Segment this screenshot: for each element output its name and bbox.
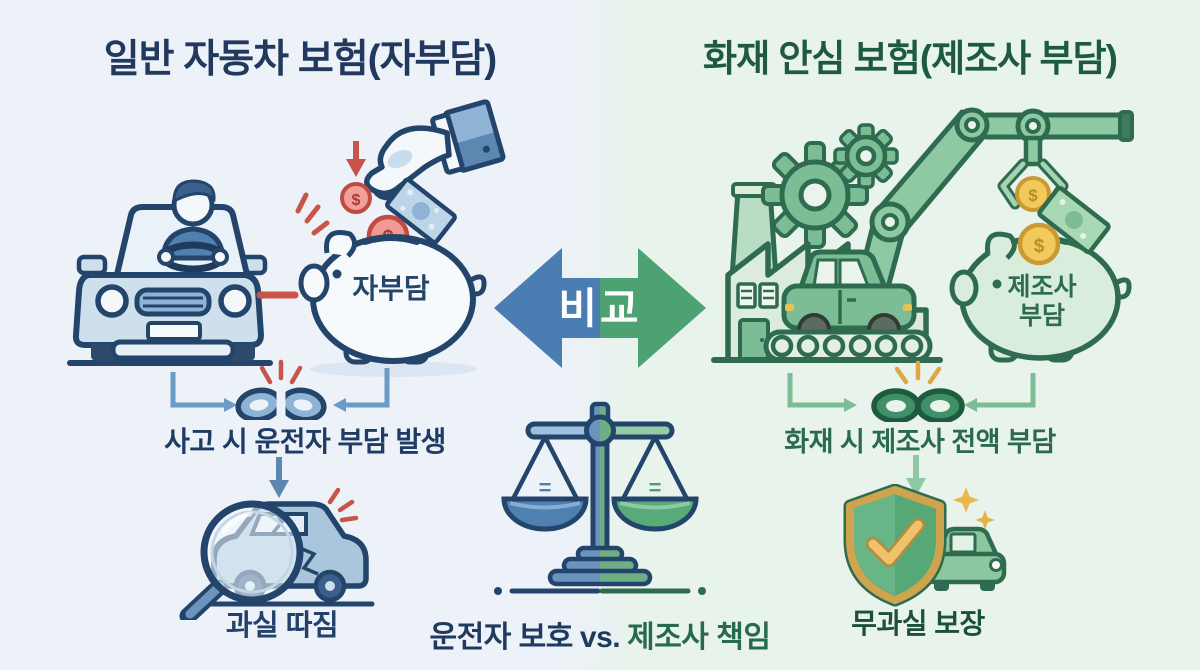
linked-chain-icon bbox=[871, 388, 965, 422]
dollar-symbol: $ bbox=[1034, 236, 1045, 257]
gear-icon bbox=[761, 141, 869, 249]
magnifier-damaged-car-icon bbox=[179, 488, 375, 620]
piggy-bank-self-pay: 자부담 bbox=[298, 230, 487, 365]
protected-car-icon bbox=[923, 526, 1007, 591]
left-result-caption: 과실 따짐 bbox=[225, 610, 339, 642]
verdict-right: 제조사 책임 bbox=[627, 621, 771, 654]
compare-arrow: 비교 bbox=[494, 248, 706, 368]
blue-down-arrow-icon bbox=[269, 457, 289, 498]
dollar-symbol: $ bbox=[352, 192, 361, 209]
coin-icon: $ bbox=[340, 182, 372, 214]
damage-spark-icon bbox=[327, 488, 359, 523]
piggy-label: 자부담 bbox=[352, 273, 430, 304]
right-chain-caption: 화재 시 제조사 전액 부담 bbox=[784, 427, 1056, 457]
equals-symbol: = bbox=[539, 475, 552, 500]
verdict-vs: vs. bbox=[579, 621, 621, 654]
banknote-icon bbox=[1037, 185, 1111, 255]
banknote-icon bbox=[385, 177, 457, 245]
balance-scale-icon: = = bbox=[494, 401, 706, 595]
shield-check-car-icon bbox=[843, 484, 1007, 607]
green-down-arrow-icon bbox=[906, 455, 926, 496]
driver-car-piggy-illustration: $ $ 자부담 bbox=[67, 99, 506, 377]
left-panel-title: 일반 자동차 보험(자부담) bbox=[103, 38, 497, 81]
sparkle-icon bbox=[953, 487, 995, 530]
right-panel-title: 화재 안심 보험(제조사 부담) bbox=[703, 38, 1118, 79]
verdict-left: 운전자 보호 bbox=[429, 621, 574, 654]
shine-spark-icon bbox=[894, 360, 942, 385]
equals-symbol: = bbox=[649, 475, 662, 500]
car-front-icon bbox=[72, 179, 268, 361]
left-chain-caption: 사고 시 운전자 부담 발생 bbox=[164, 426, 446, 457]
conveyor-rollers bbox=[770, 334, 924, 358]
gear-icon bbox=[833, 123, 899, 189]
broken-chain-connector bbox=[170, 359, 390, 420]
coin-icon: $ bbox=[1017, 222, 1061, 266]
broken-chain-icon bbox=[235, 382, 327, 420]
collision-spark-icon bbox=[256, 192, 330, 299]
hand-coin-icon bbox=[364, 99, 506, 201]
dollar-symbol: $ bbox=[1028, 186, 1038, 205]
linked-chain-connector bbox=[787, 360, 1036, 422]
right-result-caption: 무과실 보장 bbox=[851, 608, 985, 639]
break-spark-icon bbox=[259, 359, 303, 385]
piggy-label-line1: 제조사 bbox=[1007, 273, 1076, 301]
piggy-label-line2: 부담 bbox=[1019, 302, 1065, 330]
compare-label: 비교 bbox=[558, 285, 641, 332]
red-down-arrow-icon bbox=[346, 141, 366, 177]
factory-robot-arm-illustration: $ bbox=[711, 107, 1134, 363]
